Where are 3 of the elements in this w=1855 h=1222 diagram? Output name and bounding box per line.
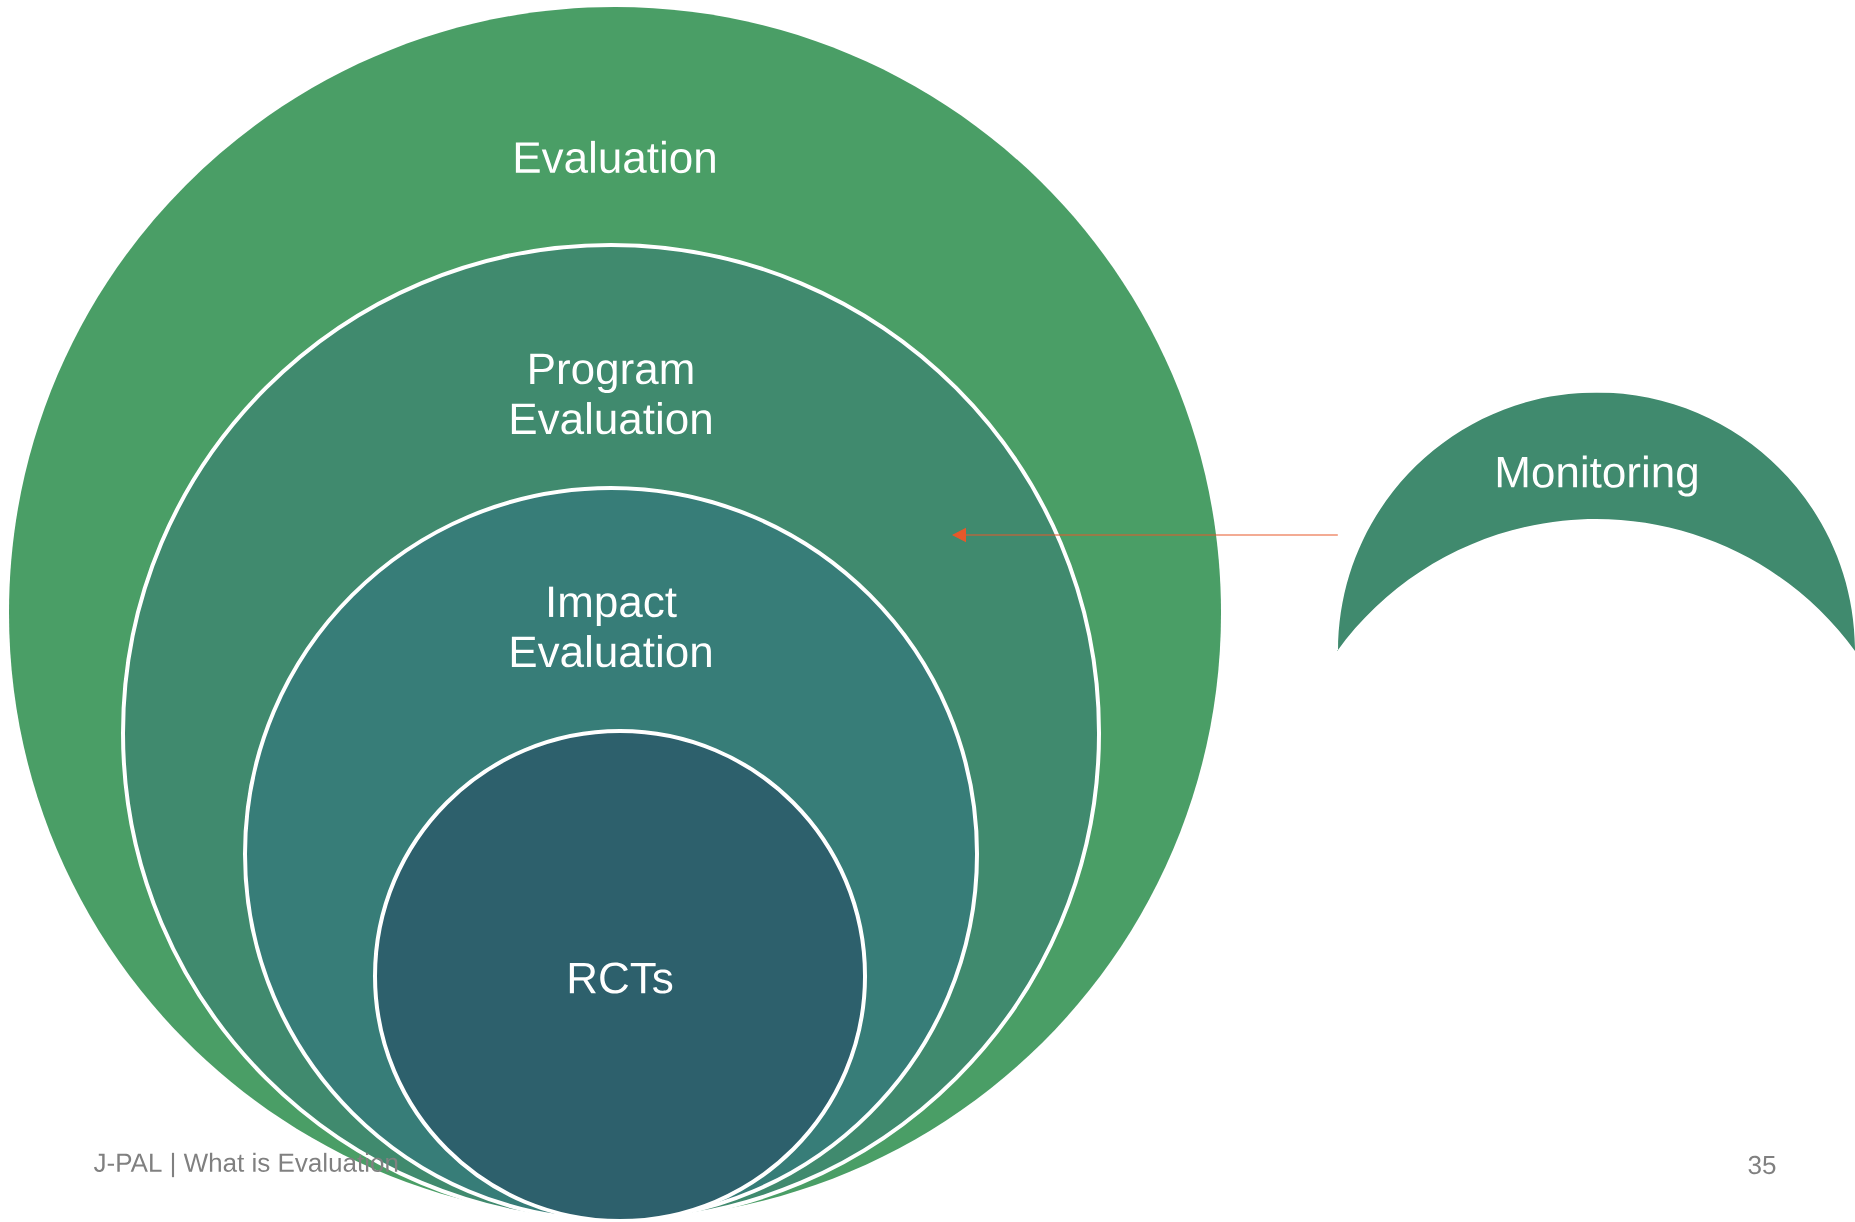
crescent: Monitoring — [1337, 392, 1855, 651]
page-number: 35 — [1748, 1155, 1776, 1175]
arrow — [952, 528, 1339, 542]
